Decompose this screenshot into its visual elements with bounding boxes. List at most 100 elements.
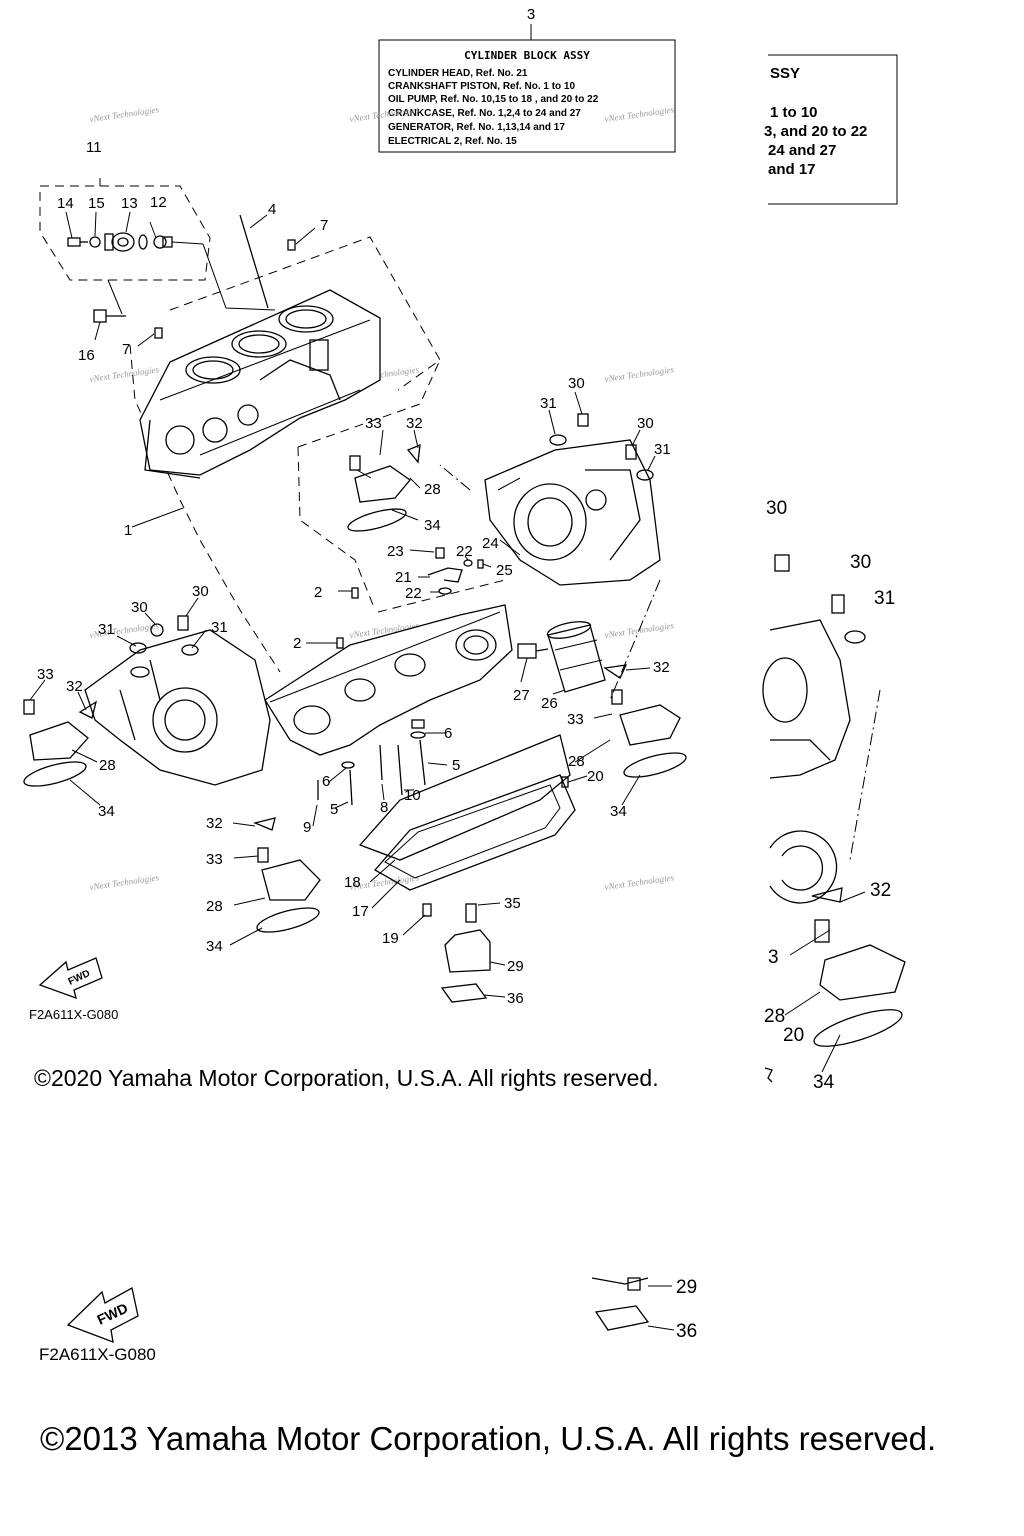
- dowel-7-icon: [287, 227, 316, 251]
- part-label-26: 26: [541, 695, 558, 712]
- part-label-17: 17: [352, 903, 369, 920]
- part-label-22: 22: [456, 543, 473, 560]
- part-label-4: 4: [268, 201, 276, 218]
- part-label-32: 32: [206, 815, 223, 832]
- crop-label-31: 31: [874, 588, 895, 609]
- fwd-arrow-icon: FWD: [38, 957, 103, 1000]
- legend-crop-title: SSY: [770, 65, 800, 82]
- part-label-7: 7: [320, 217, 328, 234]
- oil-pan-gasket-icon: [358, 734, 576, 891]
- crop-label-30: 30: [766, 498, 787, 519]
- part-label-19: 19: [382, 930, 399, 947]
- part-label-28: 28: [424, 481, 441, 498]
- group-11-dashed-box: [39, 185, 211, 281]
- part-label-6: 6: [444, 725, 452, 742]
- legend-crop-line-3: 24 and 27: [768, 142, 836, 159]
- bolt-14-icon: [67, 237, 88, 247]
- watermark: vNext Technologies: [604, 872, 675, 892]
- part-label-8: 8: [380, 799, 388, 816]
- part-label-30: 30: [131, 599, 148, 616]
- dowel-7b-icon: [137, 327, 163, 347]
- part-label-31: 31: [98, 621, 115, 638]
- crop-label-33: 3: [768, 947, 779, 968]
- legend-box: 3 CYLINDER BLOCK ASSY CYLINDER HEAD, Ref…: [378, 6, 676, 153]
- crop-label-32: 32: [870, 880, 891, 901]
- part-label-10: 10: [404, 787, 421, 804]
- part-label-32: 32: [653, 659, 670, 676]
- bolt-16-icon: [93, 279, 126, 341]
- part-label-12: 12: [150, 194, 167, 211]
- stud-4-icon: [239, 214, 269, 309]
- housing-13-icon: [104, 232, 135, 252]
- part-label-34: 34: [424, 517, 441, 534]
- part-label-9: 9: [303, 819, 311, 836]
- part-label-20: 20: [587, 768, 604, 785]
- copyright-2013: ©2013 Yamaha Motor Corporation, U.S.A. A…: [40, 1420, 936, 1457]
- part-label-30: 30: [568, 375, 585, 392]
- part-label-34: 34: [98, 803, 115, 820]
- part-label-5: 5: [452, 757, 460, 774]
- part-label-23: 23: [387, 543, 404, 560]
- oring-12-icon: [138, 234, 148, 250]
- zoom-crop-bottom: [591, 1277, 675, 1331]
- crop-fragment-icon: [764, 1067, 773, 1083]
- part-label-31: 31: [540, 395, 557, 412]
- part-label-33: 33: [206, 851, 223, 868]
- washer-15-icon: [89, 236, 101, 248]
- legend-line-1: CYLINDER HEAD, Ref. No. 21: [388, 68, 528, 79]
- legend-line-2: CRANKSHAFT PISTON, Ref. No. 1 to 10: [388, 81, 575, 92]
- part-label-29: 29: [507, 958, 524, 975]
- part-label-28: 28: [206, 898, 223, 915]
- part-label-27: 27: [513, 687, 530, 704]
- part-label-33: 33: [567, 711, 584, 728]
- legend-title: CYLINDER BLOCK ASSY: [464, 49, 590, 62]
- crop-label-34: 34: [813, 1072, 835, 1093]
- part-label-21: 21: [395, 569, 412, 586]
- part-label-28: 28: [568, 753, 585, 770]
- part-label-24: 24: [482, 535, 499, 552]
- engine-mount-right-icon: [603, 664, 687, 778]
- dowel-pins-icon: [336, 587, 569, 917]
- part-labels: 11 14 15 13 12 4 7 16 7 1 30 31 30 31 33…: [37, 139, 671, 1007]
- crop-label-36: 36: [676, 1321, 697, 1342]
- zoom-crop-right: [762, 554, 906, 1073]
- copyright-2020: ©2020 Yamaha Motor Corporation, U.S.A. A…: [34, 1065, 659, 1091]
- crop-label-30: 30: [850, 552, 871, 573]
- part-label-36: 36: [507, 990, 524, 1007]
- part-label-34: 34: [610, 803, 627, 820]
- legend-box-crop: SSY 1 to 10 3, and 20 to 22 24 and 27 an…: [764, 54, 898, 205]
- engine-mount-top-icon: [347, 443, 421, 532]
- diagram-code-large: F2A611X-G080: [39, 1345, 156, 1364]
- crop-labels: 30 30 31 32 3 28 20 34 29 36: [676, 498, 895, 1342]
- crankcase-icon: [264, 604, 513, 756]
- crop-label-29: 29: [676, 1277, 697, 1298]
- part-label-31: 31: [211, 619, 228, 636]
- fwd-arrow-large-icon: FWD: [66, 1287, 139, 1344]
- part-label-30: 30: [637, 415, 654, 432]
- legend-crop-line-4: and 17: [768, 161, 816, 178]
- part-label-13: 13: [121, 195, 138, 212]
- part-label-33: 33: [365, 415, 382, 432]
- part-label-34: 34: [206, 938, 223, 955]
- generator-cover-right-icon: [484, 439, 661, 586]
- oil-filter-icon: [546, 621, 606, 693]
- part-label-1: 1: [124, 522, 132, 539]
- crankcase-bolts-icon: [317, 719, 426, 806]
- cylinder-block-icon: [139, 289, 381, 479]
- part-label-3: 3: [527, 6, 535, 23]
- part-label-5: 5: [330, 801, 338, 818]
- leader-lines: [29, 211, 656, 998]
- part-label-25: 25: [496, 562, 513, 579]
- legend-line-4: CRANKCASE, Ref. No. 1,2,4 to 24 and 27: [388, 108, 581, 119]
- part-label-33: 33: [37, 666, 54, 683]
- part-label-22: 22: [405, 585, 422, 602]
- engine-mount-left-icon: [23, 699, 98, 787]
- part-label-14: 14: [57, 195, 74, 212]
- bracket-29-icon: [440, 903, 491, 1003]
- plug-icon: [153, 235, 173, 249]
- filter-fitting-27-icon: [517, 643, 549, 659]
- part-label-30: 30: [192, 583, 209, 600]
- part-11-assembly: [67, 178, 276, 311]
- part-label-2: 2: [314, 584, 322, 601]
